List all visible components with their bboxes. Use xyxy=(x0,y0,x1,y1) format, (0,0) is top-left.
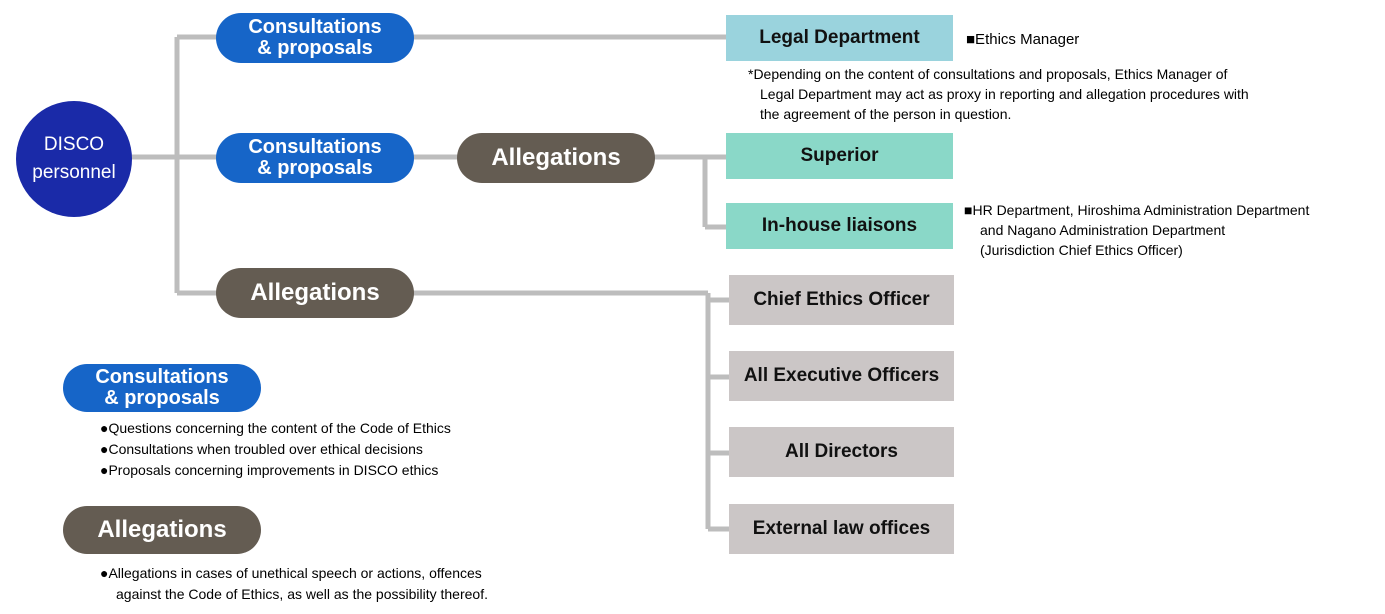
all-executive-officers-box: All Executive Officers xyxy=(729,351,954,401)
all-directors-box: All Directors xyxy=(729,427,954,477)
legend-consultations-line1: Consultations xyxy=(95,366,229,388)
chief-ethics-officer-label: Chief Ethics Officer xyxy=(753,289,930,310)
consultations-top-line2: & proposals xyxy=(257,37,373,59)
external-law-offices-label: External law offices xyxy=(752,518,931,539)
legend-consultations-line2: & proposals xyxy=(104,387,220,409)
disco-personnel-line1: DISCO xyxy=(43,134,105,155)
legend-consultations-list: ●Questions concerning the content of the… xyxy=(100,418,451,481)
in-house-note-line3: (Jurisdiction Chief Ethics Officer) xyxy=(980,242,1183,258)
legend-allegations-list: ●Allegations in cases of unethical speec… xyxy=(100,563,488,605)
disco-personnel-line2: personnel xyxy=(32,162,116,183)
in-house-liaisons-note: ■HR Department, Hiroshima Administration… xyxy=(964,200,1384,260)
allegations-mid-node: Allegations xyxy=(457,133,655,183)
proxy-note-line2: Legal Department may act as proxy in rep… xyxy=(760,86,1249,102)
disco-personnel-node: DISCO personnel xyxy=(16,101,132,217)
consultations-top-node: Consultations & proposals xyxy=(216,13,414,63)
superior-box: Superior xyxy=(726,133,953,179)
in-house-note-line2: and Nagano Administration Department xyxy=(980,222,1226,238)
legend-allegations-item: ●Allegations in cases of unethical speec… xyxy=(100,565,482,581)
consultations-mid-node: Consultations & proposals xyxy=(216,133,414,183)
consultations-top-line1: Consultations xyxy=(248,16,382,38)
legal-ethics-manager-text: ■Ethics Manager xyxy=(966,31,1080,48)
in-house-note-line1: ■HR Department, Hiroshima Administration… xyxy=(964,202,1310,218)
consultations-mid-line1: Consultations xyxy=(248,136,382,158)
legend-consultations-item: ●Consultations when troubled over ethica… xyxy=(100,441,423,457)
all-directors-label: All Directors xyxy=(785,441,898,462)
consultations-mid-line2: & proposals xyxy=(257,157,373,179)
external-law-offices-box: External law offices xyxy=(729,504,954,554)
all-executive-officers-label: All Executive Officers xyxy=(743,365,940,386)
legend-consultations-item: ●Questions concerning the content of the… xyxy=(100,420,451,436)
legend-consultations-item: ●Proposals concerning improvements in DI… xyxy=(100,462,439,478)
legal-department-label: Legal Department xyxy=(759,27,920,48)
legend-allegations-item: against the Code of Ethics, as well as t… xyxy=(116,586,488,602)
legal-ethics-manager-note: ■Ethics Manager xyxy=(966,30,1079,50)
legend-consultations-pill: Consultations & proposals xyxy=(63,364,261,412)
chief-ethics-officer-box: Chief Ethics Officer xyxy=(729,275,954,325)
proxy-note-line1: *Depending on the content of consultatio… xyxy=(748,66,1228,82)
superior-label: Superior xyxy=(800,145,879,166)
proxy-note-line3: the agreement of the person in question. xyxy=(760,106,1012,122)
in-house-liaisons-box: In-house liaisons xyxy=(726,203,953,249)
proxy-note: *Depending on the content of consultatio… xyxy=(748,64,1368,124)
allegations-bottom-node: Allegations xyxy=(216,268,414,318)
legend-allegations-pill: Allegations xyxy=(63,506,261,554)
legend-allegations-label: Allegations xyxy=(97,516,227,543)
in-house-liaisons-label: In-house liaisons xyxy=(761,215,918,236)
allegations-mid-label: Allegations xyxy=(491,144,621,171)
allegations-bottom-label: Allegations xyxy=(250,279,380,306)
legal-department-box: Legal Department xyxy=(726,15,953,61)
